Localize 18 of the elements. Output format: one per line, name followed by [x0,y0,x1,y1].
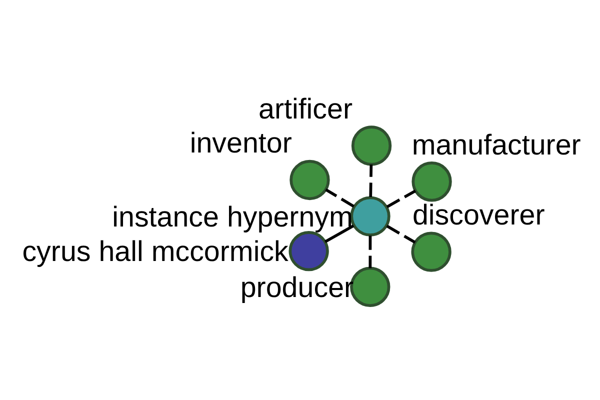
connector [325,188,354,208]
node-circle [351,125,392,166]
node-circle [290,159,330,200]
connector [369,164,373,197]
node-circle [411,231,452,272]
node-label: instance hypernym [112,200,353,233]
node-circle [350,196,390,236]
connector [386,224,416,244]
node-label: manufacturer [412,128,581,161]
node-label: inventor [190,127,292,160]
node-circle [412,161,452,202]
node-label: cyrus hall mccormick [22,236,288,268]
node-label: discoverer [412,199,545,232]
connector [386,189,416,208]
connector [324,224,354,243]
node-label: artificer [258,92,353,125]
node-circle [288,230,329,271]
connector [368,235,372,268]
